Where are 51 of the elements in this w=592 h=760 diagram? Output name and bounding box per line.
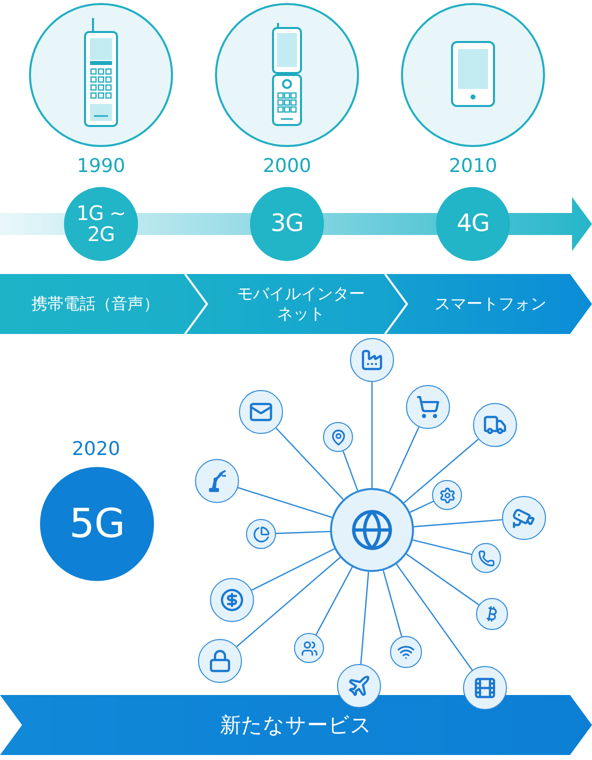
band-label: 新たなサービス [220,712,372,738]
year-label: 2020 [72,438,120,460]
chevron-band [397,274,592,334]
service-circle [406,385,450,429]
service-circle [350,338,394,382]
generation-label: 5G [68,503,126,545]
service-circle [246,519,276,549]
service-circle [502,496,546,540]
connector-line [236,556,341,648]
connector-line [360,572,370,664]
connector-line [316,566,353,636]
connector-line [238,487,332,518]
hub-circle [330,488,414,572]
connector-line [276,530,330,534]
connector-line [404,438,479,504]
connector-line [382,570,402,637]
connector-line [388,426,420,492]
connector-line [396,564,473,670]
generation-label: 3G [270,211,304,237]
connector-line [276,428,344,500]
chevron-band [0,274,197,334]
service-circle [195,459,239,503]
connector-line [410,500,434,513]
year-label: 1990 [76,155,126,177]
connector-line [342,450,358,491]
band-label: 携帯電話（音声） [32,294,160,314]
band-label: モバイルインターネット [236,284,366,324]
generation-label: 1G ~2G [75,203,127,245]
year-label: 2000 [262,155,312,177]
service-circle [337,664,381,708]
service-circle [198,639,242,683]
service-circle [239,390,283,434]
service-circle [390,636,422,668]
chevron-band [197,274,397,334]
connector-line [251,548,335,591]
generation-label: 4G [456,211,490,237]
service-circle [294,633,324,663]
connector-line [371,382,373,488]
service-circle [471,543,501,573]
year-label: 2010 [448,155,498,177]
service-circle [463,666,507,710]
service-circle [323,422,353,452]
connector-line [406,554,480,606]
band-label: スマートフォン [434,294,546,314]
connector-line [412,539,472,556]
service-circle [210,578,254,622]
connector-line [414,519,502,528]
service-circle [473,403,517,447]
services-banner [0,695,592,755]
service-circle [476,598,508,630]
service-circle [432,480,462,510]
